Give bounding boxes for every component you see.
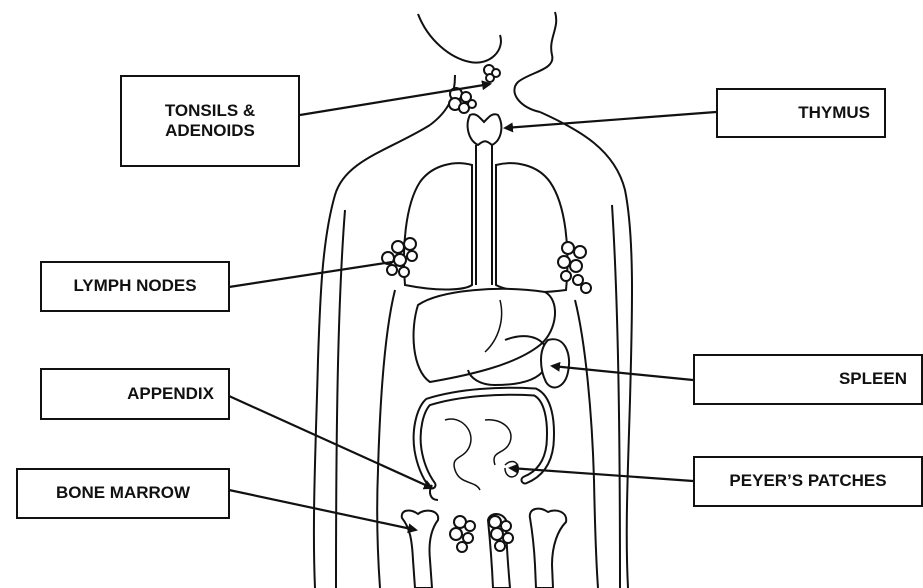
right-lung — [496, 163, 567, 292]
label-bone-marrow: BONE MARROW — [16, 468, 230, 519]
appendix-arrow — [229, 396, 432, 488]
adenoid-cluster — [484, 65, 500, 82]
label-thymus: THYMUS — [716, 88, 886, 138]
right-arm-inner — [575, 300, 598, 588]
label-spleen: SPLEEN — [693, 354, 923, 405]
head-profile — [418, 12, 556, 112]
spleen-organ — [541, 339, 569, 387]
bone-marrow-arrow — [229, 490, 416, 530]
left-arm-inner — [377, 290, 395, 588]
right-femur — [530, 509, 566, 588]
spleen-arrow — [552, 366, 693, 380]
small-intestine — [445, 419, 518, 490]
label-thymus-text: THYMUS — [798, 103, 870, 123]
large-intestine — [417, 391, 550, 485]
right-arm-outer — [612, 205, 620, 588]
label-lymph-nodes: LYMPH NODES — [40, 261, 230, 312]
thymus-arrow — [505, 112, 716, 128]
label-peyers-patches-text: PEYER’S PATCHES — [729, 471, 886, 491]
label-tonsils-line1: TONSILS & — [165, 101, 255, 121]
trachea — [476, 145, 492, 285]
left-lung — [404, 163, 472, 289]
label-appendix-text: APPENDIX — [127, 384, 214, 404]
lymph-cluster-neck — [449, 88, 476, 113]
label-appendix: APPENDIX — [40, 368, 230, 420]
lymph-nodes-line — [229, 262, 392, 287]
label-spleen-text: SPLEEN — [839, 369, 907, 389]
thymus-organ — [468, 114, 502, 145]
label-peyers-patches: PEYER’S PATCHES — [693, 456, 923, 507]
label-tonsils-line2: ADENOIDS — [165, 121, 255, 141]
liver — [414, 289, 555, 382]
left-arm-outer — [336, 210, 345, 588]
left-femur — [402, 511, 438, 588]
label-tonsils-adenoids: TONSILS & ADENOIDS — [120, 75, 300, 167]
lymph-cluster-left-groin — [450, 516, 475, 552]
pelvic-bones — [402, 509, 566, 588]
label-bone-marrow-text: BONE MARROW — [56, 483, 190, 503]
large-intestine-inner — [417, 391, 550, 485]
label-lymph-nodes-text: LYMPH NODES — [73, 276, 196, 296]
